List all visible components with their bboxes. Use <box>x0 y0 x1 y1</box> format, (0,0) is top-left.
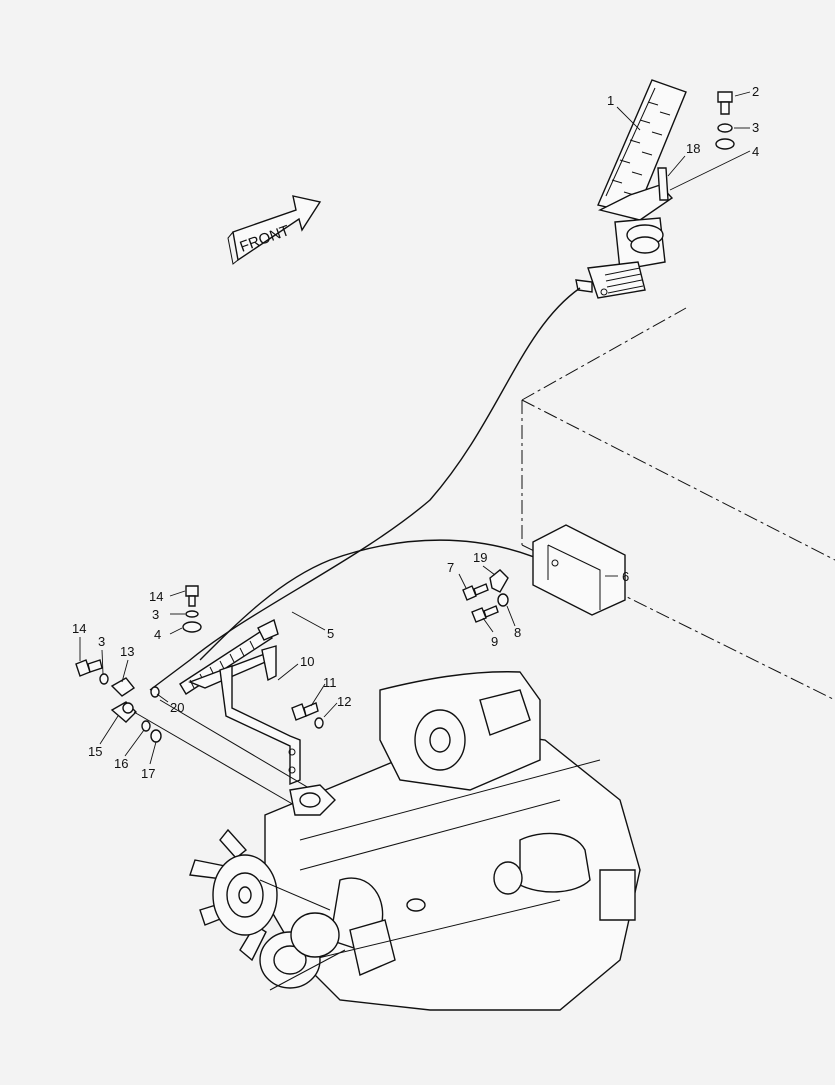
leader-lines <box>79 91 751 765</box>
callout-2: 2 <box>752 84 759 99</box>
callout-labels: 1 2 3 4 18 6 7 19 8 9 5 10 11 12 14 3 4 … <box>72 84 759 781</box>
flat-washer-4-upper <box>182 621 202 633</box>
bolt-9 <box>471 605 499 623</box>
nut-17 <box>150 729 162 743</box>
callout-19: 19 <box>473 550 487 565</box>
callout-18: 18 <box>686 141 700 156</box>
lock-washer-3-lower <box>99 673 109 685</box>
front-arrow: FRONT <box>227 195 322 265</box>
pedal-cable-bellows <box>604 267 644 294</box>
callout-4: 4 <box>752 144 759 159</box>
callout-14-upper: 14 <box>149 589 163 604</box>
callout-8: 8 <box>514 625 521 640</box>
callout-13: 13 <box>120 644 134 659</box>
accelerator-cable-5-branch <box>199 539 556 661</box>
callout-12: 12 <box>337 694 351 709</box>
callout-3-lower: 3 <box>98 634 105 649</box>
cab-floor-outline <box>521 307 835 701</box>
bolt-14-upper <box>185 585 199 607</box>
callout-9: 9 <box>491 634 498 649</box>
engine <box>264 671 641 1011</box>
callout-6: 6 <box>622 569 629 584</box>
washer-8 <box>497 593 509 607</box>
callout-20: 20 <box>170 700 184 715</box>
lock-washer-3-top <box>717 123 733 133</box>
callout-16: 16 <box>114 756 128 771</box>
cable-clip-13 <box>110 677 136 697</box>
callout-5: 5 <box>327 626 334 641</box>
accelerator-cable-5 <box>149 287 581 691</box>
callout-7: 7 <box>447 560 454 575</box>
callout-1: 1 <box>607 93 614 108</box>
clip-19 <box>489 569 509 593</box>
callout-17: 17 <box>141 766 155 781</box>
nut-20 <box>150 686 160 698</box>
bolt-11 <box>291 702 319 721</box>
linkage-rod <box>133 711 321 821</box>
engine-fan <box>189 828 278 962</box>
bolt-14-lower <box>75 659 103 677</box>
accelerator-pedal <box>575 79 687 299</box>
callout-14-lower: 14 <box>72 621 86 636</box>
callout-4-upper: 4 <box>154 627 161 642</box>
callout-3: 3 <box>752 120 759 135</box>
flat-washer-4-top <box>715 138 735 150</box>
pedal-tread-pattern <box>611 101 671 196</box>
bolt-2 <box>717 91 733 115</box>
callout-15: 15 <box>88 744 102 759</box>
callout-11: 11 <box>323 675 337 690</box>
bolt-7 <box>462 583 489 601</box>
washer-16 <box>141 720 151 732</box>
lock-washer-3-upper <box>185 610 199 618</box>
bracket-10 <box>188 645 301 786</box>
ball-joint-15 <box>110 701 137 723</box>
callout-10: 10 <box>300 654 314 669</box>
callout-3-upper: 3 <box>152 607 159 622</box>
bracket-6 <box>532 524 626 616</box>
crank-pulleys <box>259 879 346 991</box>
washer-12 <box>314 717 324 729</box>
